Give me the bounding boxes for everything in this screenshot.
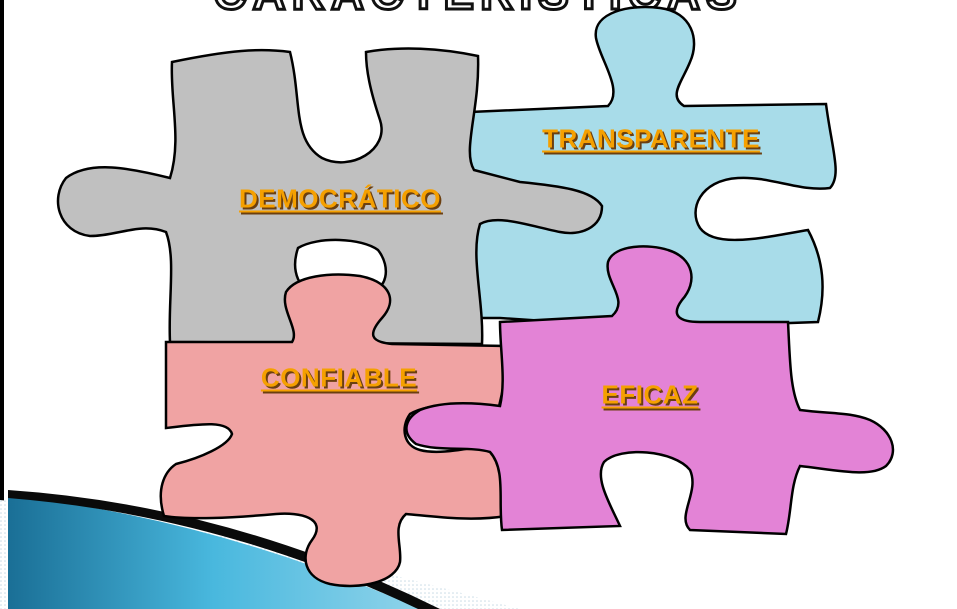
puzzle-piece-confiable <box>159 273 512 588</box>
label-eficaz: EFICAZ <box>601 379 699 410</box>
label-confiable: CONFIABLE <box>260 362 418 393</box>
label-transparente: TRANSPARENTE <box>542 123 760 154</box>
frame-left-edge <box>0 0 4 609</box>
label-democratico: DEMOCRÁTICO <box>239 183 441 214</box>
puzzle-piece-eficaz <box>405 245 895 536</box>
decorative-swoosh <box>0 490 520 609</box>
puzzle-piece-democratico <box>56 47 604 346</box>
